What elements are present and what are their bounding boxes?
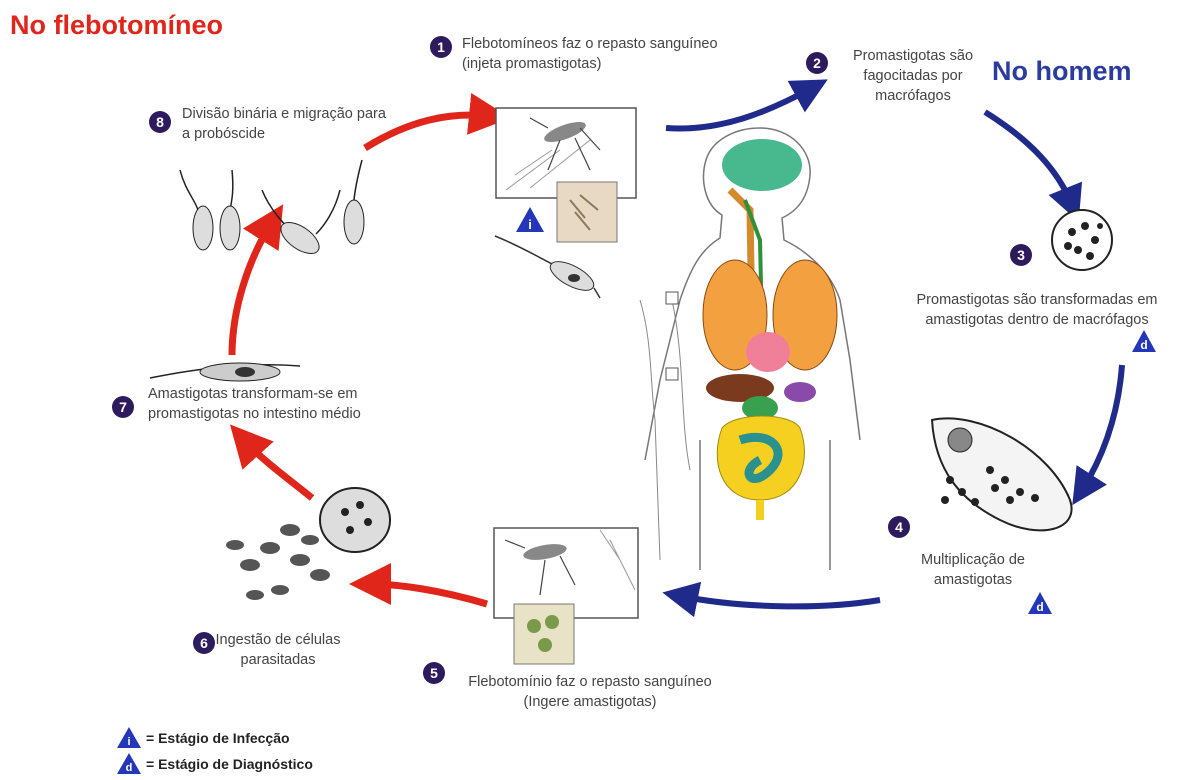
infected-macrophage-multiplying (932, 418, 1072, 530)
svg-text:i: i (127, 736, 130, 748)
step-text-3: Promastigotas são transformadas em amast… (912, 290, 1162, 330)
sandfly-bite-panel-top (496, 108, 636, 242)
step-text-5: Flebotomínio faz o repasto sanguíneo (In… (455, 672, 725, 712)
step-text-7: Amastigotas transformam-se em promastigo… (148, 384, 418, 424)
diagnostic-stage-marker-4: d (1028, 592, 1052, 614)
diagnostic-marker-letter-3: d (1140, 338, 1147, 352)
step-text-1: Flebotomíneos faz o repasto sanguíneo (i… (462, 34, 722, 74)
region-title-vector: No flebotomíneo (10, 10, 223, 41)
infection-stage-marker: i (516, 207, 544, 232)
infection-marker-letter: i (528, 217, 532, 232)
arrow-6-to-7 (244, 440, 312, 498)
step-badge-5: 5 (423, 662, 445, 684)
step-badge-4: 4 (888, 516, 910, 538)
arrow-5-to-6 (370, 584, 487, 604)
step-text-2: Promastigotas são fagocitadas por macróf… (828, 46, 998, 106)
step-badge-2: 2 (806, 52, 828, 74)
legend-diagnostic-icon: d (117, 753, 141, 774)
step-badge-7: 7 (112, 396, 134, 418)
parasitized-cells-cluster (226, 488, 390, 600)
diagnostic-stage-marker-3: d (1132, 330, 1156, 352)
arrow-4-to-5 (680, 596, 880, 606)
macrophage-cell (1052, 210, 1112, 270)
human-body-illustration (640, 128, 860, 570)
diagnostic-marker-letter-4: d (1036, 600, 1043, 614)
arrow-3-to-4 (1082, 365, 1122, 490)
region-title-human: No homem (992, 56, 1132, 87)
legend-infection-label: = Estágio de Infecção (146, 730, 290, 746)
step-badge-3: 3 (1010, 244, 1032, 266)
arrow-1-to-2 (666, 88, 812, 129)
legend-diagnostic-label: = Estágio de Diagnóstico (146, 756, 313, 772)
step-text-4: Multiplicação de amastigotas (908, 550, 1038, 590)
legend-infection-icon: i (117, 727, 141, 748)
step-text-8: Divisão binária e migração para a probós… (182, 104, 397, 144)
step-badge-8: 8 (149, 111, 171, 133)
promastigote-image (495, 236, 600, 298)
step-text-6: Ingestão de células parasitadas (208, 630, 348, 670)
arrow-2-to-3 (985, 112, 1072, 205)
step-badge-1: 1 (430, 36, 452, 58)
promastigote-elongated (150, 363, 300, 381)
svg-text:d: d (126, 762, 133, 774)
promastigotes-dividing (180, 160, 364, 260)
sandfly-bite-panel-bottom (494, 528, 638, 664)
